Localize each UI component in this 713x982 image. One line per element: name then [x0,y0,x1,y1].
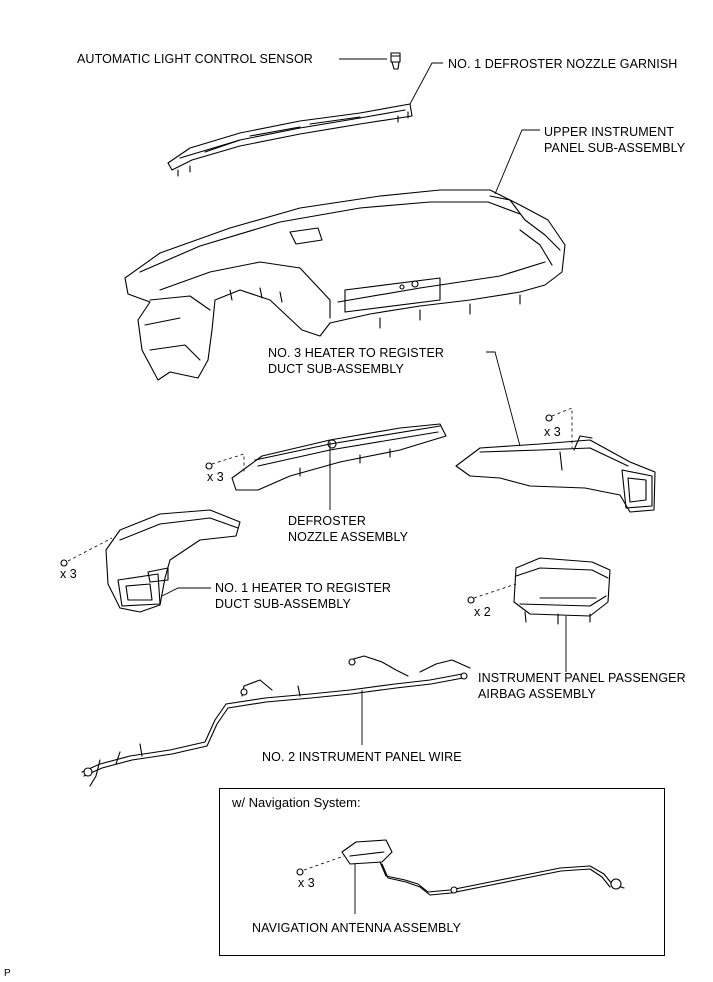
label-heater1-line2: DUCT SUB-ASSEMBLY [215,597,351,611]
heater3-duct-part [455,435,656,513]
label-airbag-line1: INSTRUMENT PANEL PASSENGER [478,671,686,685]
navigation-box-title: w/ Navigation System: [232,795,361,810]
label-heater1-duct: NO. 1 HEATER TO REGISTER DUCT SUB-ASSEMB… [215,580,391,612]
navigation-antenna-part [341,839,625,896]
label-heater1-line1: NO. 1 HEATER TO REGISTER [215,581,392,595]
screw-icons [60,414,553,876]
corner-mark: P [4,968,11,979]
label-upper-panel: UPPER INSTRUMENT PANEL SUB-ASSEMBLY [544,124,685,156]
label-defroster-line2: NOZZLE ASSEMBLY [288,530,409,544]
defroster-garnish-part [167,103,413,177]
label-defroster-nozzle: DEFROSTER NOZZLE ASSEMBLY [288,513,408,545]
qty-nav-screws: x 3 [298,876,315,890]
panel-wire-part [81,655,471,787]
screw-guides [67,407,573,871]
label-defroster-line1: DEFROSTER [288,514,366,528]
label-light-sensor: AUTOMATIC LIGHT CONTROL SENSOR [77,52,313,66]
leader-lines [161,58,567,914]
label-defroster-garnish: NO. 1 DEFROSTER NOZZLE GARNISH [448,57,678,71]
label-heater3-line1: NO. 3 HEATER TO REGISTER [268,346,445,360]
label-heater3-line2: DUCT SUB-ASSEMBLY [268,362,404,376]
qty-heater3-screws: x 3 [544,425,561,439]
upper-instrument-panel-part [124,189,566,381]
light-sensor-part [390,52,401,70]
label-airbag: INSTRUMENT PANEL PASSENGER AIRBAG ASSEMB… [478,670,686,702]
label-panel-wire: NO. 2 INSTRUMENT PANEL WIRE [262,750,462,764]
label-upper-panel-line1: UPPER INSTRUMENT [544,125,675,139]
qty-airbag-screws: x 2 [474,605,491,619]
passenger-airbag-part [513,557,611,625]
navigation-system-box [219,788,665,956]
qty-heater1-screws: x 3 [60,567,77,581]
label-heater3-duct: NO. 3 HEATER TO REGISTER DUCT SUB-ASSEMB… [268,345,444,377]
label-airbag-line2: AIRBAG ASSEMBLY [478,687,596,701]
heater1-duct-part [105,509,241,613]
label-upper-panel-line2: PANEL SUB-ASSEMBLY [544,141,686,155]
qty-defroster-screws: x 3 [207,470,224,484]
defroster-nozzle-part [231,423,447,491]
label-nav-antenna: NAVIGATION ANTENNA ASSEMBLY [252,921,462,935]
